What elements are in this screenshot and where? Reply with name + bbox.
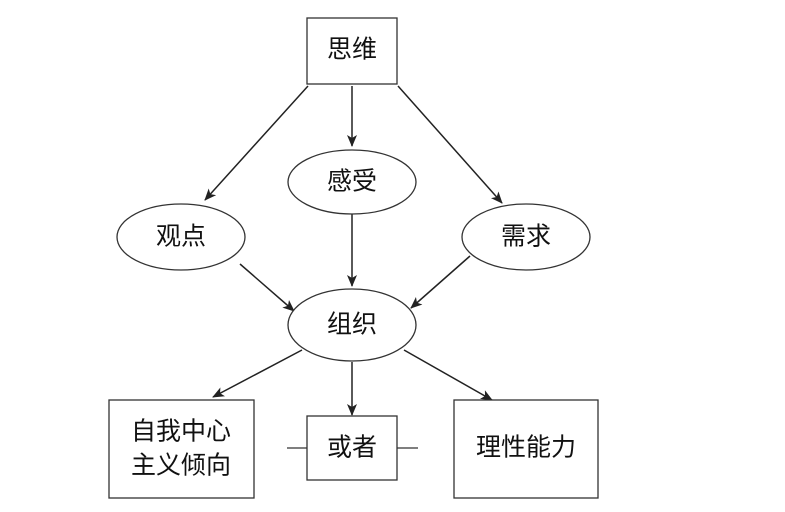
node-rational: 理性能力: [453, 399, 599, 499]
node-egocentric-line1: 自我中心: [131, 417, 231, 446]
edge-thinking-to-needs: [397, 85, 503, 204]
node-thinking: 思维: [306, 17, 398, 85]
node-viewpoint-label: 观点: [156, 222, 206, 251]
node-needs-label: 需求: [501, 222, 551, 251]
edge-viewpoint-to-organize: [239, 263, 295, 312]
node-feeling: 感受: [287, 149, 417, 215]
edge-organize-to-rational: [403, 349, 493, 401]
node-organize: 组织: [287, 288, 417, 362]
node-organize-label: 组织: [327, 310, 377, 339]
edge-organize-to-egocentric: [212, 349, 303, 398]
node-or: 或者: [306, 415, 398, 481]
node-egocentric-line2: 主义倾向: [131, 451, 231, 480]
node-or-label: 或者: [327, 433, 377, 462]
edge-thinking-to-viewpoint: [204, 85, 309, 201]
node-rational-label: 理性能力: [476, 433, 576, 462]
node-feeling-label: 感受: [327, 167, 377, 196]
edge-needs-to-organize: [410, 255, 471, 309]
node-thinking-label: 思维: [327, 35, 377, 64]
node-viewpoint: 观点: [116, 203, 246, 271]
node-needs: 需求: [461, 203, 591, 271]
node-egocentric: 自我中心 主义倾向: [108, 399, 255, 499]
